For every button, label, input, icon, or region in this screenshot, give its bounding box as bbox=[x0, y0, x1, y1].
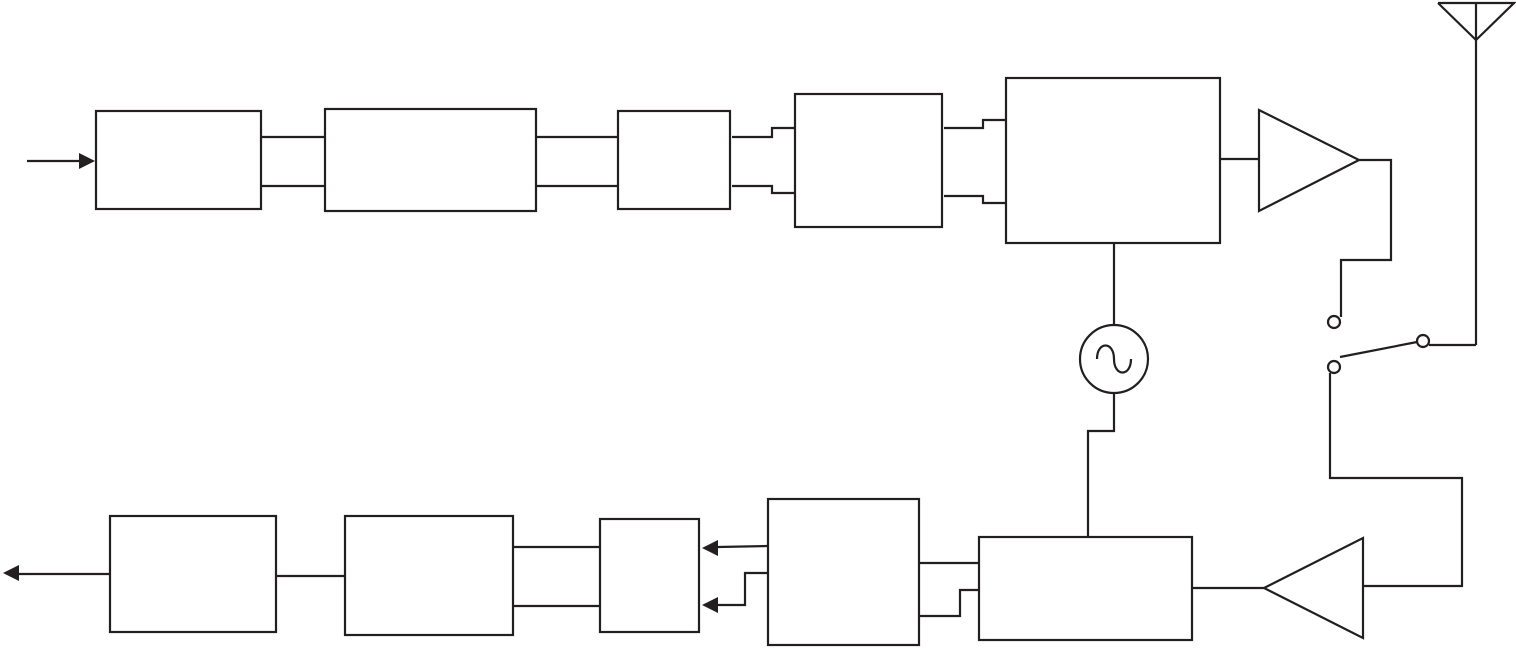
rx-arrowhead-b bbox=[702, 597, 718, 613]
rx-block-2 bbox=[343, 514, 515, 637]
receive-path bbox=[3, 497, 1365, 647]
rx-block-3 bbox=[598, 517, 701, 634]
switch-icon bbox=[1326, 314, 1431, 375]
tx-block-4 bbox=[793, 92, 944, 229]
rx-link-4a bbox=[717, 544, 769, 549]
rx-amplifier-icon bbox=[1261, 536, 1365, 640]
switch-blade bbox=[1339, 340, 1418, 359]
lo-to-rx-mixer bbox=[1086, 393, 1116, 537]
rx-block-4 bbox=[766, 497, 921, 647]
rx-link-5b bbox=[919, 588, 979, 618]
tx-link-4a bbox=[944, 118, 1006, 130]
rx-arrowhead-a bbox=[702, 540, 718, 556]
tx-mixer-block bbox=[1004, 76, 1222, 245]
switch-common-contact bbox=[1415, 333, 1431, 349]
switch-rx-contact bbox=[1326, 359, 1342, 375]
amplifier-icon bbox=[1257, 108, 1362, 213]
rx-output-arrowhead bbox=[3, 565, 19, 581]
antenna-switch bbox=[1326, 1, 1516, 588]
tx-input-arrowhead bbox=[79, 153, 95, 169]
tx-link-3b bbox=[732, 184, 795, 195]
tx-link-3a bbox=[732, 126, 795, 139]
antenna-icon bbox=[1429, 1, 1516, 347]
switch-tx-contact bbox=[1326, 314, 1342, 330]
tx-block-1 bbox=[94, 109, 263, 211]
tx-amp-to-switch bbox=[1339, 158, 1393, 317]
rx-block-1 bbox=[108, 514, 278, 634]
switch-to-rx-amp bbox=[1328, 373, 1464, 588]
transmit-path bbox=[27, 76, 1393, 317]
rx-mixer-block bbox=[977, 535, 1194, 642]
oscillator-icon bbox=[1078, 323, 1150, 395]
tx-block-3 bbox=[616, 109, 732, 211]
rx-link-4b bbox=[718, 571, 768, 607]
tx-link-4b bbox=[944, 194, 1006, 205]
tx-block-2 bbox=[323, 107, 538, 213]
local-oscillator bbox=[1078, 243, 1150, 537]
